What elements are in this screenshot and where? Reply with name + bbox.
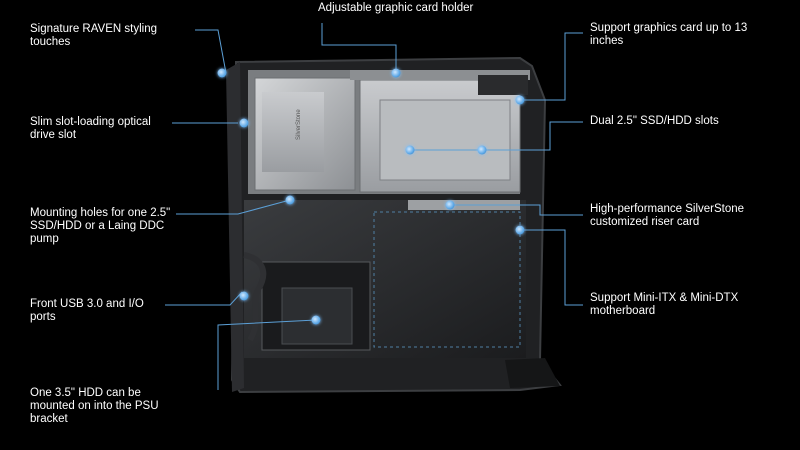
callout-mounting-holes: Mounting holes for one 2.5" SSD/HDD or a…	[30, 207, 171, 245]
hotspot-optical[interactable]	[239, 118, 249, 128]
hotspot-hdd[interactable]	[311, 315, 321, 325]
line-raven	[195, 29, 227, 74]
callout-gpu-holder: Adjustable graphic card holder	[318, 2, 474, 14]
line-gpu-holder	[321, 23, 397, 73]
line-mobo	[520, 229, 583, 306]
hotspot-usb[interactable]	[239, 291, 249, 301]
hotspot-mobo[interactable]	[515, 225, 525, 235]
callout-motherboard: Support Mini-ITX & Mini-DTX motherboard	[590, 292, 739, 317]
hotspot-ssd-1[interactable]	[405, 145, 415, 155]
gpu-bracket	[478, 75, 528, 95]
brand-plate: SilverStone	[296, 109, 302, 140]
callout-riser-card: High-performance SilverStone customized …	[590, 203, 745, 228]
motherboard-area	[373, 211, 521, 348]
vent-grid	[262, 92, 324, 172]
line-gpu-support	[520, 32, 583, 101]
hotspot-gpu-holder[interactable]	[391, 68, 401, 78]
line-hdd	[217, 319, 317, 390]
callout-dual-ssd: Dual 2.5" SSD/HDD slots	[590, 115, 719, 127]
ssd-plate	[379, 99, 511, 181]
raven-foot	[505, 358, 560, 388]
hotspot-raven[interactable]	[217, 68, 227, 78]
line-usb	[165, 291, 243, 306]
hotspot-mounting[interactable]	[285, 195, 295, 205]
gpu-holder-rail	[350, 70, 530, 80]
line-mounting	[176, 199, 291, 215]
line-riser	[450, 204, 583, 216]
callout-front-usb: Front USB 3.0 and I/O ports	[30, 298, 144, 323]
hotspot-ssd-2[interactable]	[477, 145, 487, 155]
callout-raven-styling: Signature RAVEN styling touches	[30, 23, 157, 48]
hotspot-gpu-support[interactable]	[515, 95, 525, 105]
hotspot-riser[interactable]	[445, 200, 455, 210]
raven-front-edge	[226, 62, 244, 392]
callout-optical-drive: Slim slot-loading optical drive slot	[30, 116, 151, 141]
callout-gpu-support: Support graphics card up to 13 inches	[590, 22, 748, 47]
line-ssd	[410, 121, 583, 151]
front-io-cables	[243, 252, 267, 342]
callout-hdd-psu: One 3.5" HDD can be mounted on into the …	[30, 387, 159, 425]
